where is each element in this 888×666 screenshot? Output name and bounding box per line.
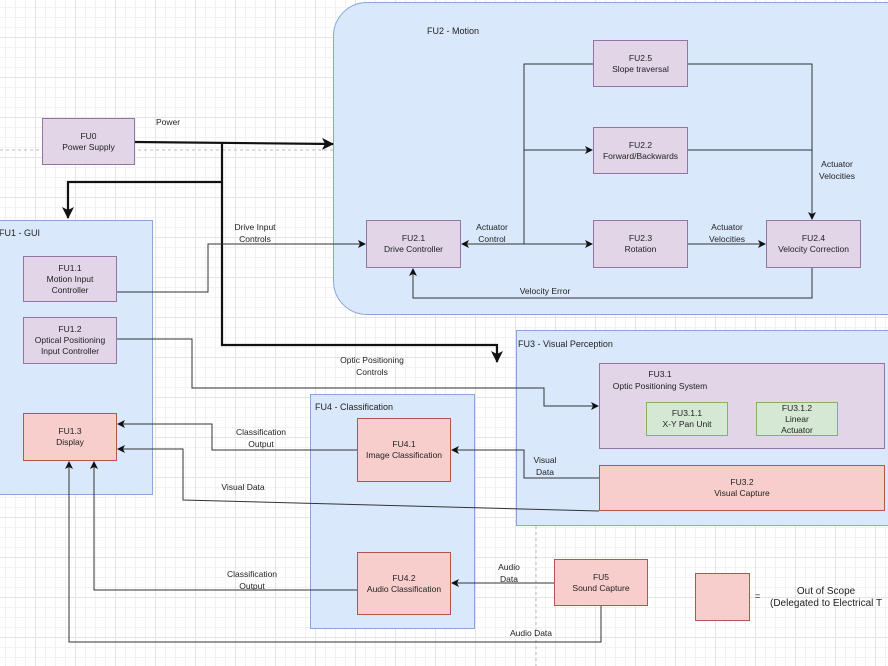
edge-to-fu2-5: [523, 63, 593, 244]
edge-label-visual-data: Visual Data: [221, 482, 265, 492]
edge-label-drive-input: Drive Input Controls: [234, 222, 276, 244]
edge-label-actuator-velocities: Actuator Velocities: [709, 222, 745, 244]
block-fu3-2[interactable]: FU3.2 Visual Capture: [599, 465, 885, 511]
block-fu0-power-supply[interactable]: FU0 Power Supply: [42, 118, 135, 165]
block-fu1-3[interactable]: FU1.3 Display: [23, 413, 117, 461]
container-label: FU2 - Motion: [427, 26, 480, 36]
edge-classification-audio: [90, 461, 357, 591]
block-fu5[interactable]: FU5 Sound Capture: [554, 559, 648, 606]
edge-label-classification-output: Classification Output: [226, 569, 278, 591]
edge-label-audio-data: Audio Data: [509, 628, 553, 638]
edge-velocity-error: [409, 268, 813, 299]
edge-drive-input: [117, 240, 366, 293]
edge-power-fu1: [62, 142, 224, 219]
edge-classification-image: [117, 420, 357, 451]
block-fu2-3[interactable]: FU2.3 Rotation: [593, 220, 688, 268]
container-label: FU1 - GUI: [0, 228, 41, 238]
block-fu3-1-2[interactable]: FU3.1.2 Linear Actuator: [756, 402, 838, 436]
edge-optic-positioning: [117, 338, 599, 410]
edge-visual-data-fu4: [451, 446, 599, 479]
block-fu4-1[interactable]: FU4.1 Image Classification: [357, 418, 451, 482]
block-fu4-2[interactable]: FU4.2 Audio Classification: [357, 552, 451, 615]
container-label: FU3 - Visual Perception: [518, 339, 613, 349]
block-fu2-5[interactable]: FU2.5 Slope traversal: [593, 40, 688, 87]
edge-label-actuator-control: Actuator Control: [476, 222, 508, 244]
edge-power-fu2: [134, 137, 334, 150]
edge-visual-data-fu1: [117, 445, 600, 512]
legend-swatch-out-of-scope: [695, 573, 750, 621]
block-fu3-1-label: FU3.1 Optic Positioning System: [612, 369, 708, 391]
edge-label-optic-positioning: Optic Positioning Controls: [340, 355, 404, 377]
container-label: FU4 - Classification: [315, 402, 394, 412]
edge-label-velocity-error: Velocity Error: [519, 286, 571, 296]
block-fu2-1[interactable]: FU2.1 Drive Controller: [366, 220, 461, 268]
edge-label-visual-data: Visual Data: [533, 455, 557, 477]
edge-label-actuator-velocities: Actuator Velocities: [819, 159, 855, 181]
legend-equals: =: [755, 591, 761, 601]
block-fu2-2[interactable]: FU2.2 Forward/Backwards: [593, 127, 688, 174]
block-fu2-4[interactable]: FU2.4 Velocity Correction: [766, 220, 861, 268]
block-fu1-2[interactable]: FU1.2 Optical Positioning Input Controll…: [23, 317, 117, 364]
edge-power-fu3: [220, 182, 503, 363]
edge-fu2-5-to-fu2-4: [688, 63, 816, 220]
legend-text: Out of Scope (Delegated to Electrical T: [770, 586, 883, 609]
block-fu3-1-1[interactable]: FU3.1.1 X-Y Pan Unit: [646, 402, 728, 436]
edge-label-audio-data: Audio Data: [498, 562, 520, 584]
edge-label-classification-output: Classification Output: [235, 427, 287, 449]
block-fu1-1[interactable]: FU1.1 Motion Input Controller: [23, 256, 117, 302]
edge-label-power: Power: [155, 117, 181, 127]
edge-audio-data-fu1: [65, 461, 602, 643]
